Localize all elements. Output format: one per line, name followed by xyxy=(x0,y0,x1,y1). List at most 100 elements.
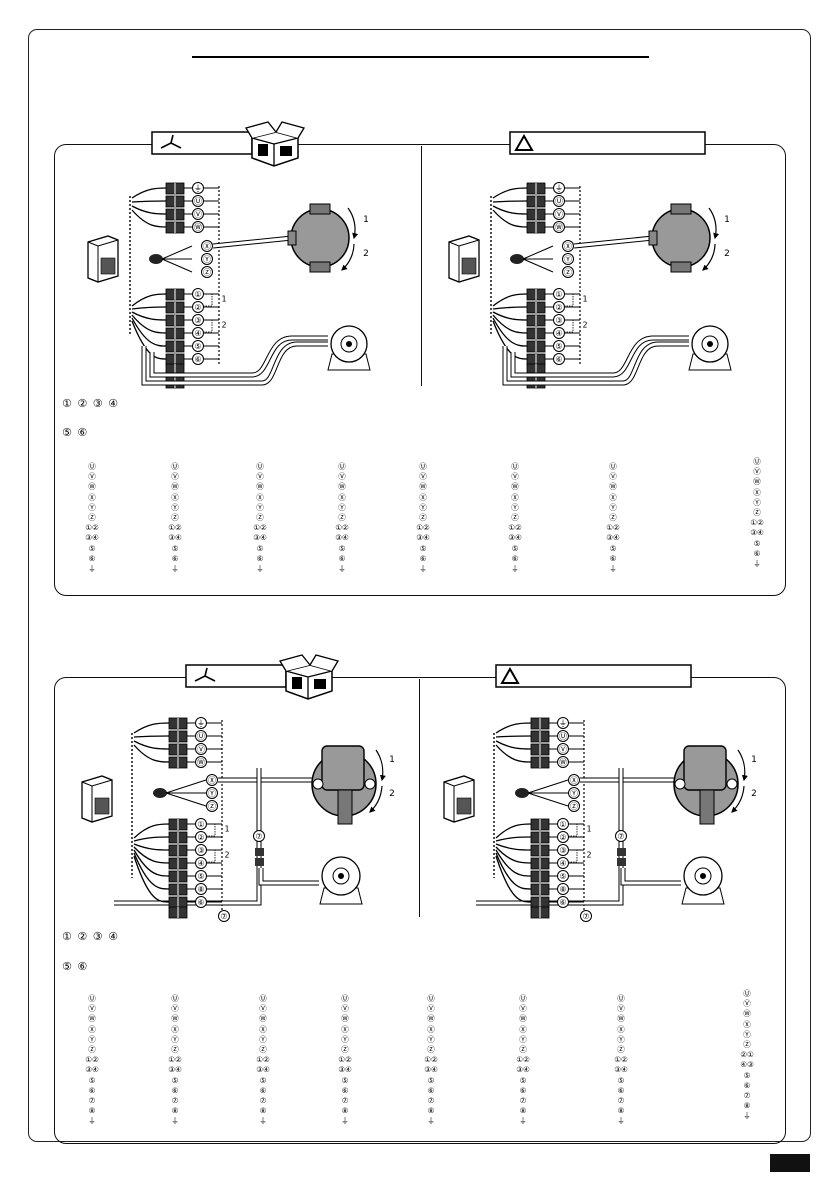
contact-label-2: 2 xyxy=(586,851,591,860)
terminal-label: Ⓨ xyxy=(609,502,617,512)
terminal-low-circle xyxy=(553,288,565,300)
terminal-label: ①② xyxy=(424,1055,438,1065)
terminal-top: ⏚ xyxy=(194,184,202,193)
terminal-label: Ⓤ xyxy=(88,994,96,1003)
terminal-mid: Ⓩ xyxy=(564,268,572,277)
terminal-label: ⏚ xyxy=(617,1116,625,1126)
header-label-box xyxy=(495,664,692,688)
terminal-top-circle xyxy=(557,743,569,755)
wire xyxy=(492,187,528,199)
rotation-arrow-2 xyxy=(341,243,355,271)
terminal-label: ①② xyxy=(606,523,620,533)
terminal-label: ⑤ xyxy=(511,543,519,553)
wire xyxy=(133,855,170,903)
cable-label: ⑦ xyxy=(617,832,624,841)
terminal-mid: Ⓨ xyxy=(564,255,572,264)
terminal-mid-circle xyxy=(206,787,218,799)
wire xyxy=(492,317,528,347)
terminal-low: ② xyxy=(197,833,204,842)
cable-label: ⑦ xyxy=(255,832,262,841)
rotation-label-2: 2 xyxy=(389,789,395,799)
terminal-label: Ⓨ xyxy=(338,502,346,512)
terminal-label: Ⓧ xyxy=(341,1024,349,1034)
terminal-top-circle xyxy=(553,182,565,194)
terminal-label: ⏚ xyxy=(338,563,346,573)
terminal-mid-circle xyxy=(562,253,574,265)
terminal-label: ⑦ xyxy=(617,1095,625,1105)
terminal-top: Ⓤ xyxy=(555,197,563,206)
terminal-label: Ⓩ xyxy=(743,1039,751,1049)
cable-joint xyxy=(617,858,626,866)
terminal-top: ⏚ xyxy=(555,184,563,193)
wire xyxy=(161,245,193,260)
wire xyxy=(495,836,532,842)
terminal-label: Ⓦ xyxy=(519,1014,527,1024)
terminal-low-circle xyxy=(553,314,565,326)
section-1-legend-b: ⑤ ⑥ xyxy=(62,426,89,439)
control-unit-panel xyxy=(100,257,116,275)
rotation-arrow-1 xyxy=(737,749,748,782)
wire xyxy=(165,779,207,794)
terminal-low: ④ xyxy=(559,859,566,868)
terminal-top-circle xyxy=(192,195,204,207)
terminal-label: ③④ xyxy=(338,1065,352,1075)
control-unit-icon xyxy=(448,235,480,283)
terminal-label: ③④ xyxy=(335,533,349,543)
terminal-top: Ⓦ xyxy=(194,223,202,232)
terminal-label: Ⓧ xyxy=(609,492,617,502)
terminal-label: Ⓨ xyxy=(419,502,427,512)
box-flaps xyxy=(279,654,339,672)
terminal-label: Ⓤ xyxy=(427,994,435,1003)
terminal-mid: Ⓩ xyxy=(208,802,216,811)
terminal-label: Ⓩ xyxy=(511,512,519,522)
terminal-low-circle xyxy=(557,818,569,830)
terminal-label: ⑧ xyxy=(88,1106,96,1116)
terminal-label: Ⓤ xyxy=(256,462,264,471)
terminal-mid: Ⓨ xyxy=(570,789,578,798)
wire xyxy=(133,744,170,763)
terminal-mid-circle xyxy=(201,253,213,265)
terminal-label: Ⓩ xyxy=(419,512,427,522)
terminal-low: ① xyxy=(194,290,201,299)
terminal-low: ③ xyxy=(555,316,562,325)
terminal-label: ⑥ xyxy=(753,548,761,558)
terminal-label: ①② xyxy=(85,1055,99,1065)
wire xyxy=(131,314,167,334)
wire xyxy=(495,735,532,738)
terminal-mid-circle xyxy=(201,266,213,278)
terminal-label: ①② xyxy=(416,523,430,533)
contact-label-2: 2 xyxy=(224,851,229,860)
terminal-label: ⏚ xyxy=(171,563,179,573)
terminal-label: ⑥ xyxy=(338,553,346,563)
terminal-label: Ⓧ xyxy=(256,492,264,502)
terminal-label: ⑤ xyxy=(341,1075,349,1085)
terminal-label: Ⓥ xyxy=(341,1004,349,1014)
terminal-label: Ⓩ xyxy=(171,512,179,522)
rotation-label-2: 2 xyxy=(363,249,369,259)
terminal-low-circle xyxy=(195,883,207,895)
open-box-icon xyxy=(245,121,305,167)
terminal-label: Ⓥ xyxy=(743,999,751,1009)
terminal-label: Ⓥ xyxy=(609,472,617,482)
terminal-label: Ⓩ xyxy=(88,512,96,522)
header-label-box xyxy=(509,131,706,155)
open-box-icon xyxy=(279,654,339,700)
control-unit-icon xyxy=(81,775,113,823)
terminal-label: Ⓤ xyxy=(259,994,267,1003)
terminal-mid: Ⓩ xyxy=(203,268,211,277)
terminal-low: ⑧ xyxy=(559,885,566,894)
terminal-label: ⏚ xyxy=(753,558,761,568)
terminal-label: Ⓩ xyxy=(256,512,264,522)
section-2-legend-b: ⑤ ⑥ xyxy=(62,960,89,973)
terminal-mid-circle xyxy=(568,800,580,812)
terminal-label: Ⓩ xyxy=(338,512,346,522)
terminal-label: Ⓧ xyxy=(171,1024,179,1034)
terminal-label: ⑥ xyxy=(171,553,179,563)
control-unit-edge xyxy=(81,779,113,822)
terminal-label: Ⓦ xyxy=(88,1014,96,1024)
